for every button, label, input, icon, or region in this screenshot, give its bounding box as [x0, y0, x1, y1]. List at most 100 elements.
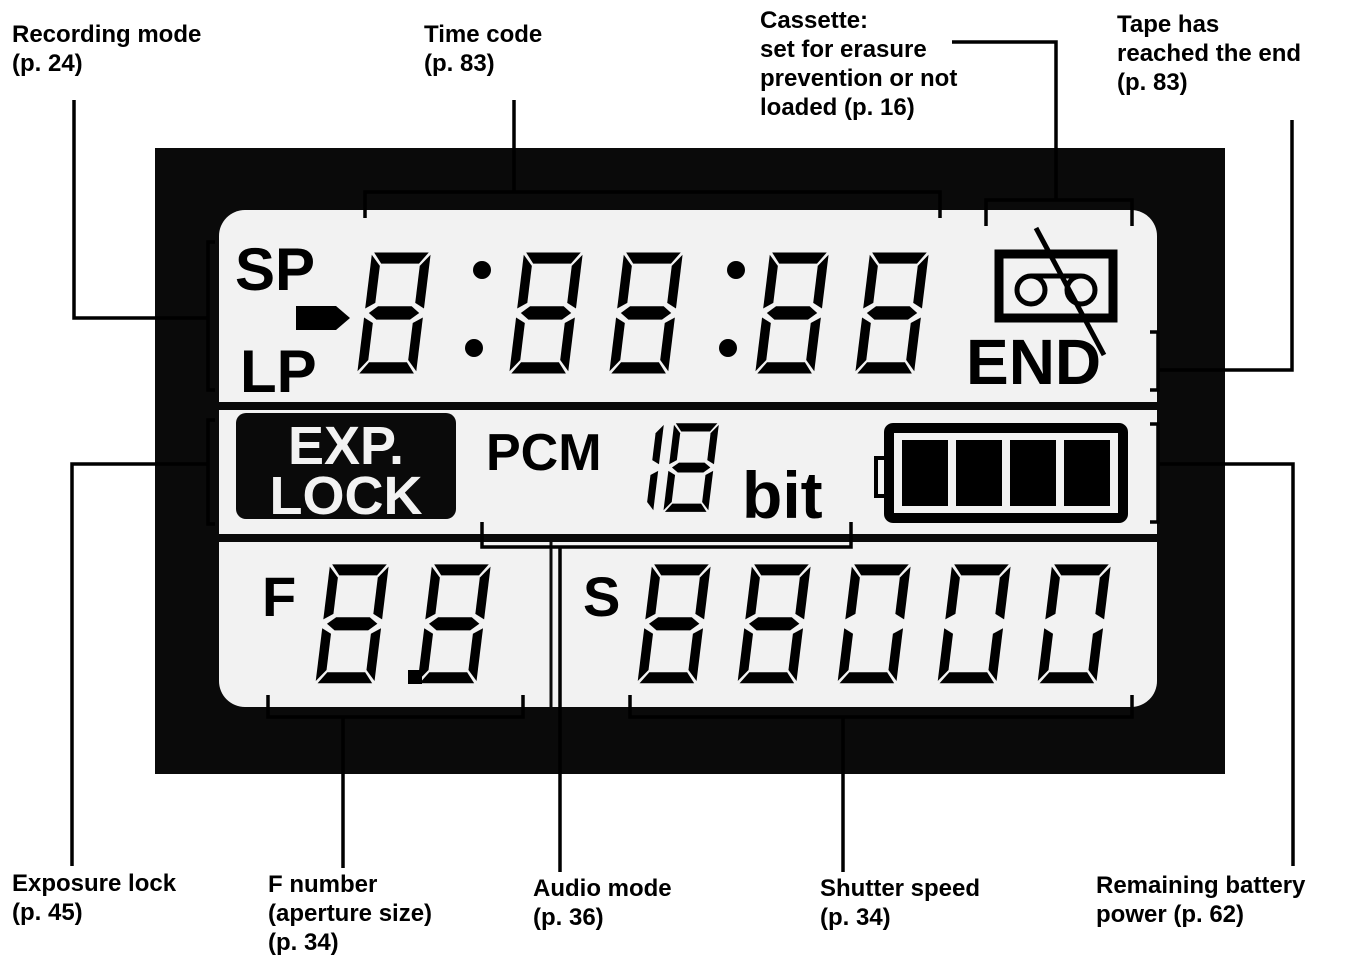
bracket-shutter-speed [628, 695, 1134, 719]
segment-a [626, 252, 681, 264]
leader-cassette [952, 40, 1058, 200]
segment-d [611, 362, 666, 374]
callout-exposure-lock: Exposure lock (p. 45) [12, 870, 177, 926]
lcd-screen [219, 210, 1157, 707]
segment-e [637, 628, 654, 682]
segment-b [1095, 566, 1111, 620]
segment-f [517, 254, 532, 309]
shutter-digit-1 [637, 564, 711, 684]
segment-f [617, 254, 632, 309]
segment-f [845, 566, 860, 620]
segment-g [368, 306, 420, 320]
exp-text: EXP. [288, 416, 404, 476]
time-digit-sec-tens [755, 252, 829, 374]
time-digit-min-tens [509, 252, 583, 374]
segment-d [511, 362, 566, 374]
shutter-digit-5 [1037, 564, 1111, 684]
segment-b [695, 566, 711, 620]
segment-d [419, 672, 475, 684]
segment-f [863, 254, 878, 309]
segment-a [526, 252, 581, 264]
segment-c [906, 317, 921, 372]
segment-d [839, 672, 895, 684]
segment-g [520, 306, 572, 320]
bracket-f-number [266, 695, 525, 719]
bracket-time-code [363, 190, 942, 218]
segment-a [872, 252, 927, 264]
segment-c [806, 317, 821, 372]
segment-e [417, 628, 434, 682]
segment-a [654, 564, 709, 576]
lp-indicator: LP [240, 338, 317, 405]
segment-e [663, 470, 676, 511]
cassette-icon [994, 226, 1118, 357]
segment-b [475, 566, 491, 620]
segment-f [425, 566, 440, 620]
segment-c [888, 628, 904, 682]
segment-c [688, 628, 704, 682]
segment-e [755, 317, 771, 372]
segment-f [1045, 566, 1060, 620]
segment-f [745, 566, 760, 620]
segment-f [763, 254, 778, 309]
segment-g [326, 617, 378, 631]
time-digit-hour [357, 252, 431, 374]
segment-g [766, 306, 818, 320]
segment-d [664, 503, 707, 512]
bracket-audio-mode [480, 522, 853, 549]
segment-e [837, 628, 854, 682]
segment-a [434, 564, 489, 576]
leader-battery [1158, 462, 1295, 866]
segment-e [937, 628, 954, 682]
end-indicator: END [966, 326, 1101, 398]
battery-bar [1010, 440, 1056, 506]
segment-d [857, 362, 912, 374]
segment-f [323, 566, 338, 620]
segment-c [366, 628, 382, 682]
segment-b [667, 254, 683, 309]
segment-c [702, 470, 714, 511]
segment-c [788, 628, 804, 682]
segment-f [645, 566, 660, 620]
segment-b [707, 424, 719, 465]
lock-text: LOCK [270, 466, 423, 526]
segment-c [647, 470, 659, 511]
segment-e [855, 317, 871, 372]
callout-recording-mode: Recording mode (p. 24) [12, 21, 202, 77]
segment-b [567, 254, 583, 309]
segment-a [332, 564, 387, 576]
segment-e [509, 317, 525, 372]
bracket-recording-mode [206, 240, 215, 392]
time-colon-dot [719, 339, 737, 357]
bit-digit-ones [663, 423, 719, 512]
leader-exposure-lock [70, 462, 208, 866]
bracket-cassette [984, 198, 1134, 226]
shutter-digit-4 [937, 564, 1011, 684]
callout-time-code: Time code (p. 83) [424, 21, 543, 77]
time-code-display [357, 252, 929, 374]
segment-b [995, 566, 1011, 620]
time-digit-min-ones [609, 252, 683, 374]
bracket-exposure-lock [206, 418, 215, 526]
segment-g [671, 462, 711, 473]
battery-bar [902, 440, 948, 506]
sp-indicator: SP [235, 236, 315, 303]
leader-tape-end [1158, 120, 1294, 372]
shutter-digit-2 [737, 564, 811, 684]
segment-d [639, 672, 695, 684]
time-digit-sec-ones [855, 252, 929, 374]
segment-f [365, 254, 380, 309]
time-colon-dot [727, 261, 745, 279]
shutter-digit-3 [837, 564, 911, 684]
segment-e [737, 628, 754, 682]
callout-tape-end: Tape has reached the end (p. 83) [1117, 11, 1302, 96]
exp-lock-badge [236, 413, 456, 519]
segment-c [560, 317, 575, 372]
segment-d [359, 362, 414, 374]
segment-b [652, 424, 664, 465]
callout-cassette: Cassette: set for erasure prevention or … [760, 7, 958, 121]
time-colon-dot [465, 339, 483, 357]
f-label: F [262, 565, 296, 628]
